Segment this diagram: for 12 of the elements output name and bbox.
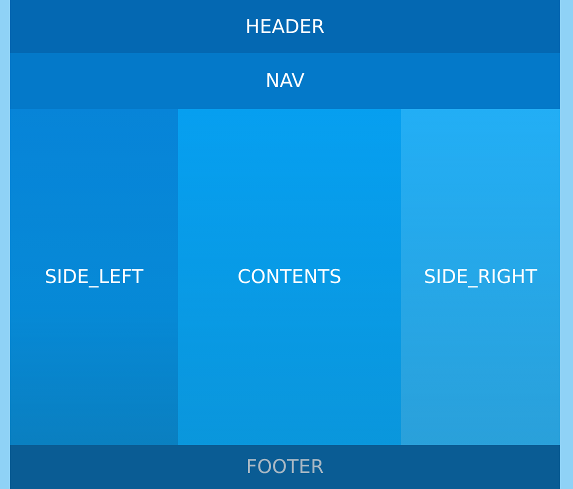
region-label: NAV <box>266 70 304 92</box>
region-label: FOOTER <box>246 456 324 478</box>
region-label: CONTENTS <box>238 266 342 288</box>
side-left-region <box>10 109 178 445</box>
footer-region <box>10 445 560 489</box>
header-region <box>10 0 560 53</box>
contents-region <box>178 109 401 445</box>
region-label: HEADER <box>245 16 325 38</box>
region-label: SIDE_RIGHT <box>424 266 538 288</box>
side-right-region <box>401 109 560 445</box>
nav-region <box>10 53 560 109</box>
region-label: SIDE_LEFT <box>44 266 144 288</box>
